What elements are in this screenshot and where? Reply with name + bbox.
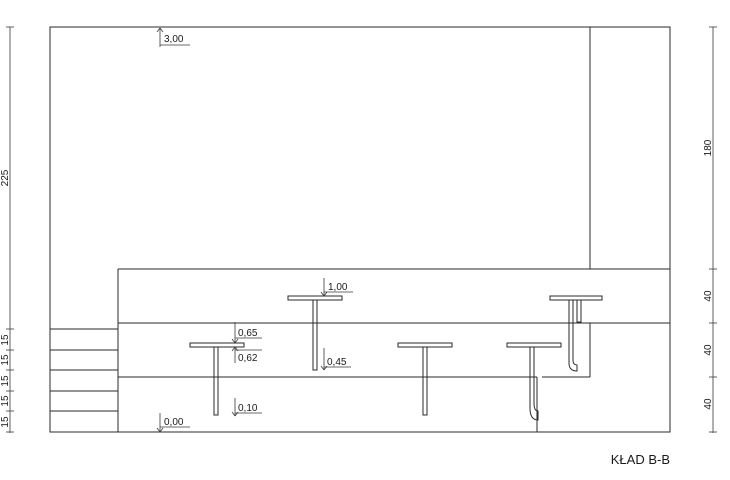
- seat-upper-right: [549, 295, 603, 372]
- dim-15: 15: [0, 416, 11, 428]
- level-3-00: 3,00: [164, 34, 184, 45]
- level-0-65: 0,65: [238, 328, 258, 339]
- dim-15: 15: [0, 395, 11, 407]
- dim-15: 15: [0, 354, 11, 366]
- dim-15: 15: [0, 375, 11, 387]
- level-marker-top: 3,00: [156, 27, 190, 47]
- level-0-00: 0,00: [164, 417, 184, 428]
- level-0-10: 0,10: [238, 403, 258, 414]
- level-marker-1-00: 1,00: [320, 278, 353, 297]
- level-1-00: 1,00: [328, 282, 348, 293]
- stairs: [50, 328, 118, 412]
- right-dimension-chain: 180 40 40 40: [703, 26, 717, 433]
- seat-lower-right: [506, 342, 562, 421]
- level-marker-0-45: 0,45: [320, 348, 351, 371]
- dim-225: 225: [0, 169, 11, 186]
- drawing-title: KŁAD B-B: [611, 452, 670, 467]
- level-marker-0-00: 0,00: [156, 413, 190, 433]
- level-0-62: 0,62: [238, 353, 258, 364]
- dim-40: 40: [703, 290, 714, 302]
- dim-40: 40: [703, 398, 714, 410]
- room-outline: [49, 26, 671, 433]
- dim-40: 40: [703, 344, 714, 356]
- seat-lower-center: [397, 342, 453, 416]
- dim-15: 15: [0, 334, 11, 346]
- level-marker-0-10: 0,10: [231, 398, 262, 417]
- level-0-45: 0,45: [327, 357, 347, 368]
- left-dimension-chain: 225 15 15 15 15 15: [0, 26, 14, 433]
- level-marker-0-62: 0,62: [231, 346, 262, 364]
- seat-lower-left: [189, 342, 245, 416]
- dim-180: 180: [703, 139, 714, 156]
- level-marker-0-65: 0,65: [231, 322, 262, 344]
- seat-upper-middle: [287, 295, 343, 371]
